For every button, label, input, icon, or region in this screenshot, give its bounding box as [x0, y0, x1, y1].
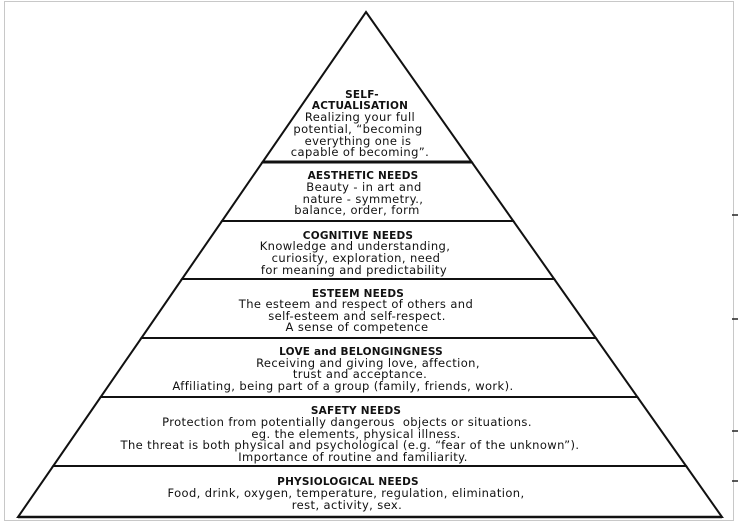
tier-cognitive-needs: COGNITIVE NEEDS Knowledge and understand…	[180, 220, 557, 280]
tier-description-line: everything one is	[305, 134, 412, 148]
tier-description-line: The threat is both physical and psycholo…	[120, 438, 580, 452]
tier-description-line: Receiving and giving love, affection,	[256, 356, 480, 370]
tier-title: ESTEEM NEEDS	[312, 288, 404, 300]
tier-love-and-belongingness: LOVE and BELONGINGNESS Receiving and giv…	[98, 337, 640, 398]
tier-description-line: Food, drink, oxygen, temperature, regula…	[167, 486, 524, 500]
tier-description-line: eg. the elements, physical illness.	[251, 427, 460, 441]
tier-description-line: potential, “becoming	[293, 122, 422, 136]
tier-title: AESTHETIC NEEDS	[308, 170, 419, 182]
tier-description-line: curiosity, exploration, need	[272, 251, 441, 265]
tier-aesthetic-needs: AESTHETIC NEEDS Beauty - in art and natu…	[220, 161, 516, 222]
tier-description-line: trust and acceptance.	[293, 367, 427, 381]
tier-description-line: Importance of routine and familiarity.	[238, 450, 468, 464]
tier-description-line: Affiliating, being part of a group (fami…	[172, 379, 513, 393]
tier-title: ACTUALISATION	[312, 100, 408, 112]
tier-self-actualisation: SELF- ACTUALISATION Realizing your full …	[260, 10, 474, 163]
tier-title: LOVE and BELONGINGNESS	[279, 346, 443, 358]
tier-description-line: rest, activity, sex.	[292, 498, 402, 512]
image-frame	[4, 1, 734, 521]
tier-description-line: Realizing your full	[305, 110, 415, 124]
tier-description-line: Protection from potentially dangerous ob…	[162, 415, 532, 429]
tier-safety-needs: SAFETY NEEDS Protection from potentially…	[51, 396, 689, 467]
tier-title: SELF-	[345, 89, 379, 101]
tier-description-line: capable of becoming”.	[291, 145, 429, 159]
tier-title: SAFETY NEEDS	[311, 405, 401, 417]
tier-title: PHYSIOLOGICAL NEEDS	[277, 476, 419, 488]
tier-description-line: The esteem and respect of others and	[238, 297, 473, 311]
tier-physiological-needs: PHYSIOLOGICAL NEEDS Food, drink, oxygen,…	[16, 465, 724, 518]
tier-description-line: Knowledge and understanding,	[260, 239, 451, 253]
tier-description-line: self-esteem and self-respect.	[268, 309, 446, 323]
tier-esteem-needs: ESTEEM NEEDS The esteem and respect of o…	[139, 278, 598, 339]
tier-description-line: nature - symmetry.,	[303, 192, 424, 206]
tier-title: COGNITIVE NEEDS	[303, 230, 413, 242]
tier-description-line: Beauty - in art and	[306, 180, 421, 194]
tier-description-line: balance, order, form	[294, 203, 419, 217]
tier-description-line: A sense of competence	[286, 320, 429, 334]
tier-description-line: for meaning and predictability	[261, 263, 447, 277]
